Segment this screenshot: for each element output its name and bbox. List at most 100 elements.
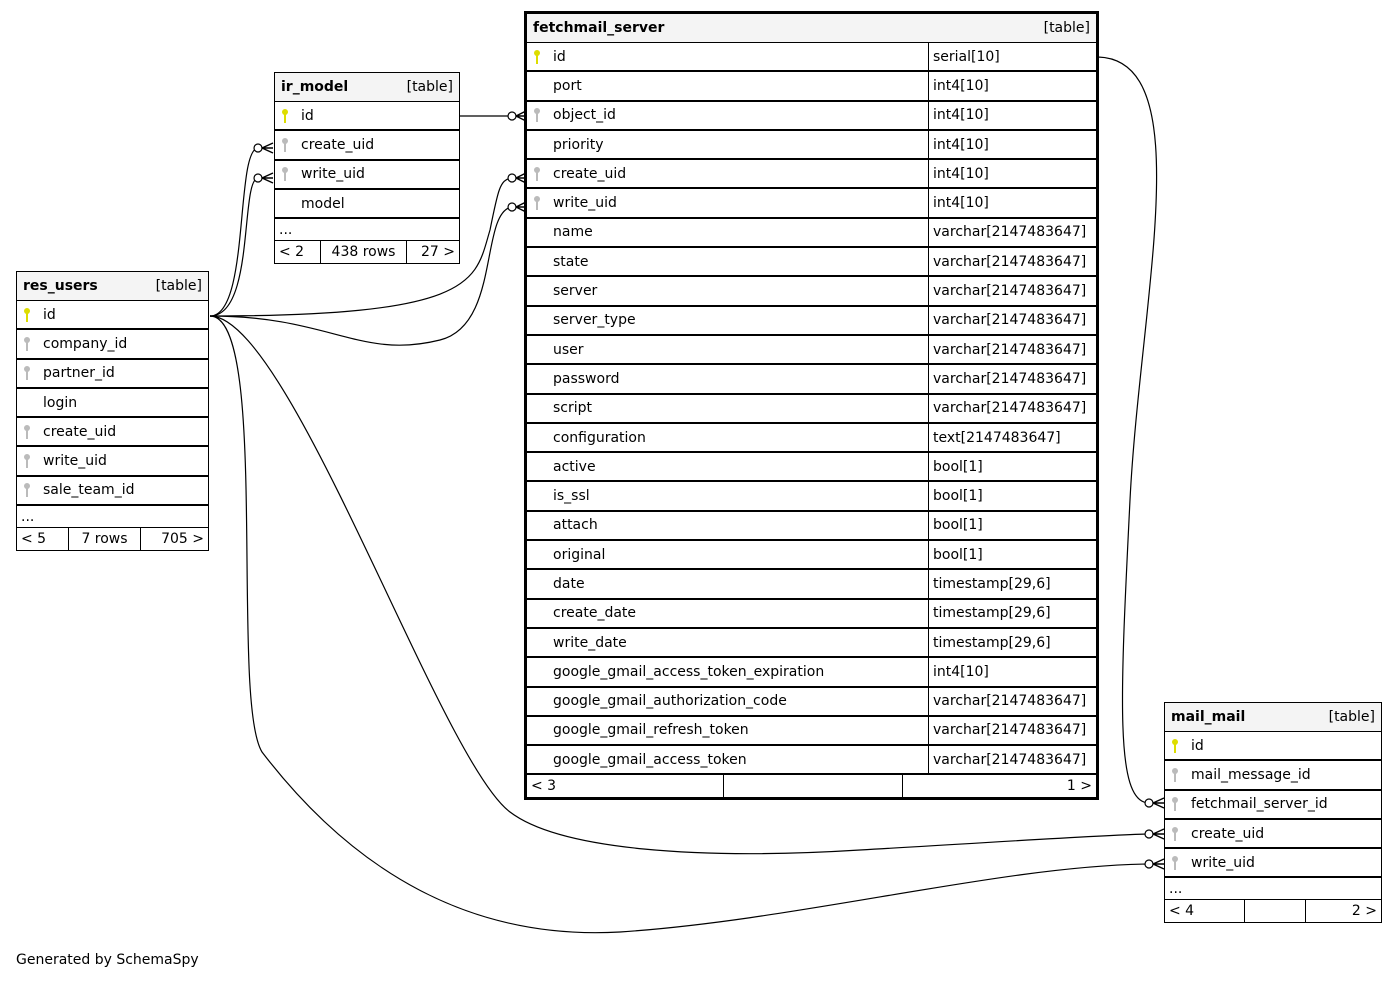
column-name-cell: create_date bbox=[527, 600, 928, 627]
column-name: write_date bbox=[553, 634, 627, 651]
column-name: attach bbox=[553, 517, 598, 534]
column-name: user bbox=[553, 341, 584, 358]
children-count[interactable]: 27 > bbox=[406, 241, 459, 264]
column-name-cell: id bbox=[275, 102, 459, 129]
column-name: partner_id bbox=[43, 365, 115, 382]
column-row[interactable]: company_id bbox=[17, 330, 208, 360]
column-name: model bbox=[301, 195, 345, 212]
column-row[interactable]: id bbox=[1165, 732, 1381, 762]
column-row[interactable]: id bbox=[275, 102, 459, 132]
children-count[interactable]: 705 > bbox=[140, 528, 208, 551]
parents-count[interactable]: < 5 bbox=[21, 531, 47, 548]
column-name-cell: fetchmail_server_id bbox=[1165, 791, 1381, 818]
children-count[interactable]: 1 > bbox=[902, 775, 1096, 798]
column-type: varchar[2147483647] bbox=[928, 306, 1096, 334]
column-name-cell: date bbox=[527, 570, 928, 597]
table-type: [table] bbox=[155, 278, 202, 294]
edge-end-circle bbox=[253, 173, 263, 183]
column-name-cell: script bbox=[527, 395, 928, 422]
column-name: object_id bbox=[553, 107, 616, 124]
column-name: date bbox=[553, 575, 585, 592]
column-row[interactable]: write_uid bbox=[17, 447, 208, 477]
column-row[interactable]: sale_team_id bbox=[17, 477, 208, 507]
parents-count[interactable]: < 4 bbox=[1169, 903, 1195, 920]
column-type: serial[10] bbox=[928, 43, 1096, 71]
column-type: varchar[2147483647] bbox=[928, 248, 1096, 276]
column-type: varchar[2147483647] bbox=[928, 218, 1096, 247]
edge-end-circle bbox=[1144, 798, 1154, 808]
column-row[interactable]: write_uid bbox=[275, 161, 459, 190]
column-row[interactable]: create_uid bbox=[275, 131, 459, 161]
foreign-key-icon bbox=[1171, 767, 1191, 783]
column-row[interactable]: attach bool[1] bbox=[527, 511, 1096, 542]
column-row[interactable]: create_uid bbox=[17, 418, 208, 448]
column-name-cell: attach bbox=[527, 512, 928, 539]
column-name: state bbox=[553, 253, 589, 270]
parents-count[interactable]: < 3 bbox=[531, 778, 557, 795]
table-header: mail_mail [table] bbox=[1165, 703, 1381, 732]
table-header: res_users [table] bbox=[17, 272, 208, 301]
column-name: write_uid bbox=[43, 453, 107, 470]
column-name: google_gmail_authorization_code bbox=[553, 693, 787, 710]
foreign-key-icon bbox=[1171, 796, 1191, 812]
column-name-cell: port bbox=[527, 72, 928, 99]
column-row[interactable]: login bbox=[17, 389, 208, 419]
column-row[interactable]: model bbox=[275, 190, 459, 220]
column-name: login bbox=[43, 394, 78, 411]
table-header: ir_model [table] bbox=[275, 73, 459, 102]
column-name: server bbox=[553, 283, 598, 300]
column-row[interactable]: write_uid bbox=[1165, 849, 1381, 879]
column-name: sale_team_id bbox=[43, 482, 135, 499]
column-name: configuration bbox=[553, 429, 646, 446]
column-row[interactable]: create_uid bbox=[1165, 820, 1381, 850]
column-name: id bbox=[1191, 737, 1204, 754]
column-name-cell: login bbox=[17, 389, 208, 416]
column-name-cell: state bbox=[527, 248, 928, 275]
row-count: 438 rows bbox=[320, 241, 406, 264]
column-row[interactable]: state varchar[2147483647] bbox=[527, 248, 1096, 278]
column-name-cell: google_gmail_access_token_expiration bbox=[527, 658, 928, 685]
generated-by-note: Generated by SchemaSpy bbox=[16, 952, 199, 968]
column-name: active bbox=[553, 458, 596, 475]
column-row[interactable]: partner_id bbox=[17, 360, 208, 389]
column-type: bool[1] bbox=[928, 511, 1096, 540]
children-count[interactable]: 2 > bbox=[1305, 900, 1381, 923]
foreign-key-icon bbox=[1171, 826, 1191, 842]
column-name: write_uid bbox=[301, 166, 365, 183]
foreign-key-icon bbox=[1171, 855, 1191, 871]
column-row[interactable]: fetchmail_server_id bbox=[1165, 791, 1381, 820]
parents-count[interactable]: < 2 bbox=[279, 244, 305, 261]
column-row[interactable]: id bbox=[17, 301, 208, 331]
column-name: priority bbox=[553, 136, 604, 153]
edge-end-circle bbox=[507, 173, 517, 183]
primary-key-icon bbox=[1171, 738, 1191, 754]
column-row[interactable]: mail_message_id bbox=[1165, 761, 1381, 791]
